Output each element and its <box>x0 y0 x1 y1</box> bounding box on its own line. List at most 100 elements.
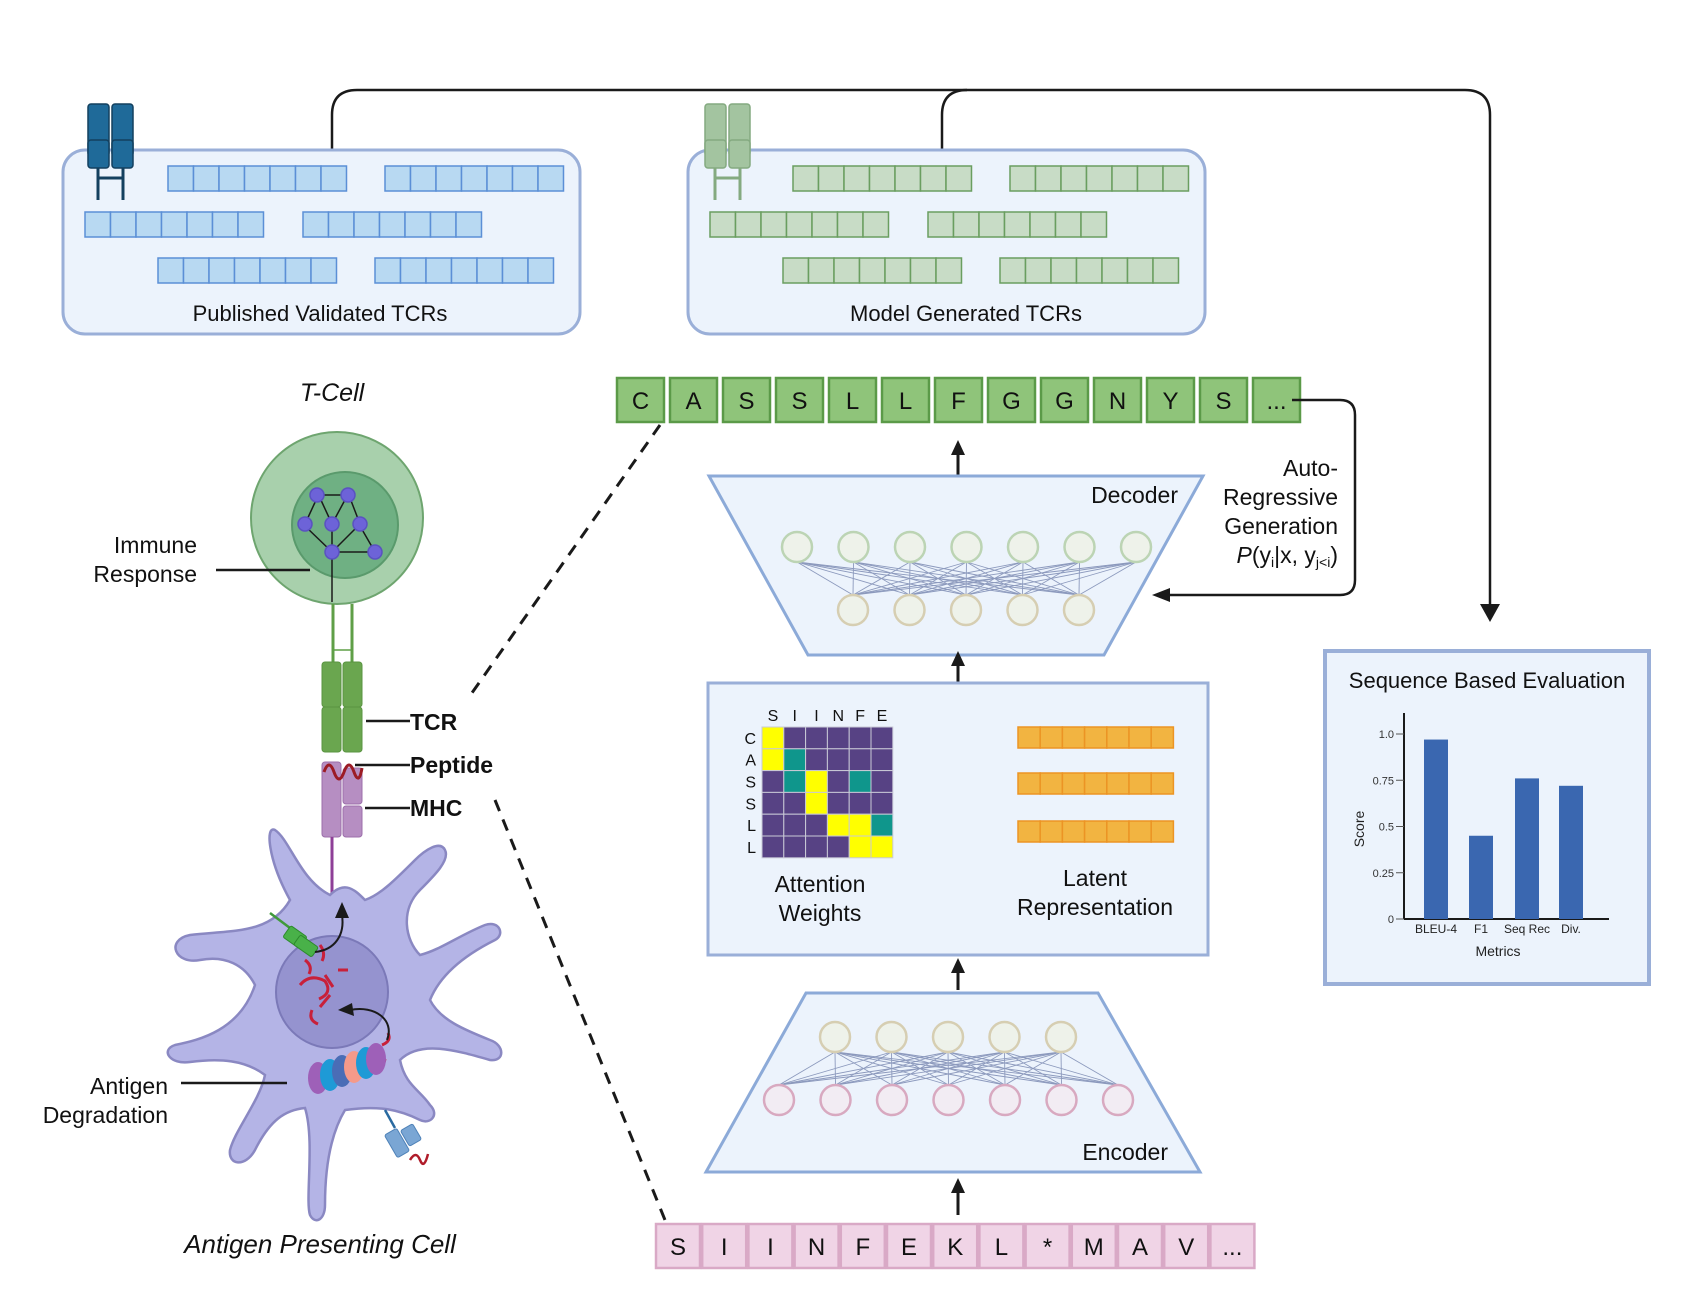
decoder-node <box>893 593 926 627</box>
published-tcr-sequence-row <box>374 257 555 284</box>
generated-tcr-residue-cell <box>1152 257 1180 284</box>
top-connector-line <box>330 88 1492 605</box>
generated-tcr-residue-cell <box>836 211 864 238</box>
generated-tcr-residue-cell <box>817 165 845 192</box>
published-tcr-residue-cell <box>460 165 488 192</box>
attention-cell <box>805 813 828 837</box>
attention-cell <box>826 813 850 837</box>
generated-tcr-residue-cell <box>952 211 980 238</box>
published-tcr-residue-cell <box>218 165 246 192</box>
output-token: L <box>846 388 859 415</box>
generated-tcr-residue-cell <box>709 211 737 238</box>
input-token: S <box>670 1234 686 1261</box>
attention-cell <box>826 726 850 750</box>
published-tcr-residue-cell <box>409 165 437 192</box>
attention-cell <box>870 813 894 837</box>
latent-cell <box>1106 772 1130 795</box>
generated-tcr-residue-cell <box>978 211 1006 238</box>
published-tcr-residue-cell <box>486 165 514 192</box>
generated-tcr-residue-cell <box>1024 257 1052 284</box>
encoder-node <box>932 1083 965 1117</box>
generated-tcr-residue-cell <box>1075 257 1103 284</box>
input-token: V <box>1178 1234 1194 1261</box>
attention-cell <box>761 748 785 772</box>
decoder-node <box>1063 530 1096 564</box>
published-tcr-residue-cell <box>233 257 261 284</box>
latent-cell <box>1150 820 1175 843</box>
generated-tcr-residue-cell <box>1136 165 1164 192</box>
generated-tcrs-panel: Model Generated TCRs <box>686 103 1207 336</box>
published-tcr-residue-cell <box>182 257 210 284</box>
attention-cell <box>783 726 807 750</box>
published-tcr-residue-cell <box>259 257 287 284</box>
latent-cell <box>1128 726 1152 749</box>
input-token: I <box>767 1234 774 1261</box>
latent-cell <box>1083 820 1108 843</box>
latent-vector <box>1017 772 1175 795</box>
output-token: S <box>1215 388 1231 415</box>
input-token-box <box>1024 1222 1071 1270</box>
encoder-node <box>875 1020 908 1054</box>
latent-cell <box>1083 726 1108 749</box>
published-tcr-sequence-row <box>384 165 565 192</box>
encoder-node <box>1045 1083 1078 1117</box>
output-token-box <box>721 376 772 424</box>
mhc-label: MHC <box>410 795 462 821</box>
immune-response-label-line2: Response <box>93 561 197 587</box>
up-arrow-icon <box>951 1178 965 1193</box>
published-tcr-residue-cell <box>450 257 478 284</box>
encoder-node <box>988 1083 1022 1117</box>
output-token-box <box>1039 376 1090 424</box>
attention-cell <box>805 791 828 815</box>
generated-tcr-residue-cell <box>833 257 861 284</box>
input-token: F <box>855 1234 870 1261</box>
latent-cell <box>1128 820 1152 843</box>
output-token: G <box>1055 388 1074 415</box>
encoder-node <box>762 1083 796 1117</box>
bar-seq-rec <box>1515 778 1539 919</box>
published-tcr-residue-cell <box>167 165 195 192</box>
arrow-to-evaluation-icon <box>1480 604 1500 622</box>
output-token: S <box>738 388 754 415</box>
attention-cell <box>870 770 894 793</box>
decoder-block: Decoder <box>706 474 1206 657</box>
latent-cell <box>1150 726 1175 749</box>
generated-tcr-residue-cell <box>1111 165 1139 192</box>
published-tcr-residue-cell <box>374 257 402 284</box>
bar-div- <box>1559 785 1583 919</box>
generated-tcr-residue-cell <box>734 211 762 238</box>
x-tick-label: Seq Rec <box>1504 922 1550 936</box>
generated-tcr-residue-cell <box>909 257 937 284</box>
encoder-node <box>988 1020 1021 1054</box>
input-token-box <box>1162 1222 1210 1270</box>
y-tick-label: 0.75 <box>1373 775 1394 787</box>
published-tcrs-label: Published Validated TCRs <box>193 301 448 326</box>
attention-col-label: E <box>877 708 888 725</box>
published-tcr-residue-cell <box>269 165 297 192</box>
mhc-loading-icon <box>269 912 319 957</box>
generated-tcr-residue-cell <box>785 211 813 238</box>
encoder-node <box>875 1083 909 1117</box>
published-tcr-residue-cell <box>435 165 463 192</box>
input-token: M <box>1084 1234 1104 1261</box>
attention-row-label: L <box>747 840 756 857</box>
decoder-node <box>836 593 870 627</box>
output-token: S <box>791 388 807 415</box>
output-token: Y <box>1162 388 1178 415</box>
t-cell: T-Cell Immune Response <box>93 379 493 900</box>
generated-connector-line <box>940 88 968 150</box>
autoregressive-loop-line <box>1170 398 1357 597</box>
latent-cell <box>1128 772 1152 795</box>
attention-cell <box>848 835 872 859</box>
latent-vector <box>1017 820 1175 843</box>
encoder-node <box>1044 1020 1078 1054</box>
output-token-box <box>1092 376 1143 424</box>
antigen-degradation-label-line2: Degradation <box>43 1102 168 1128</box>
input-token-box <box>1116 1222 1164 1270</box>
tcr-zoom-dashed-line <box>465 424 662 701</box>
up-arrow-icon <box>951 651 965 666</box>
